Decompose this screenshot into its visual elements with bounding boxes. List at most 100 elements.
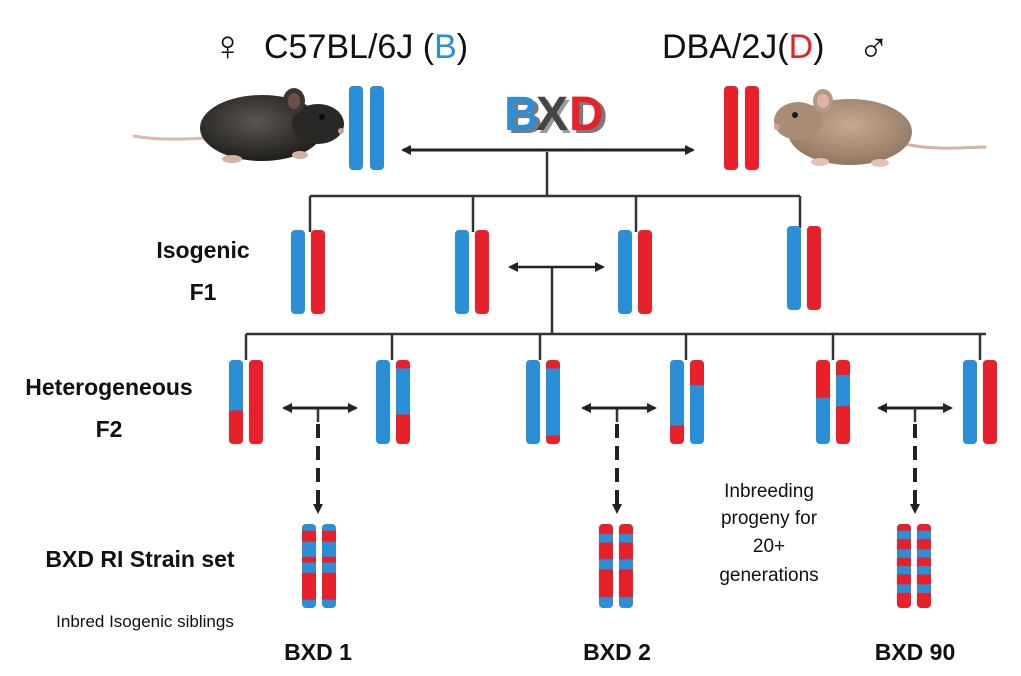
bxd-logo-b-shadow: B <box>508 91 543 144</box>
chromosome <box>724 86 738 170</box>
b-allele-segment <box>917 566 931 575</box>
chromosome <box>302 524 316 608</box>
b-allele-segment <box>302 524 316 532</box>
female-parent-paren: ) <box>457 28 468 66</box>
chromosome <box>322 524 336 608</box>
chromosome-pair-parent-b <box>349 86 384 170</box>
chromosome <box>638 230 652 314</box>
female-parent-code: B <box>434 28 457 66</box>
d-allele-segment <box>917 557 931 567</box>
b-allele-segment <box>836 375 850 407</box>
d-allele-segment <box>670 425 684 444</box>
pedigree-lines <box>244 152 986 422</box>
d-allele-segment <box>249 360 263 444</box>
brown-mouse-icon <box>774 89 987 167</box>
b-allele-segment <box>816 397 830 444</box>
b-allele-segment <box>322 524 336 532</box>
d-allele-segment <box>897 539 911 550</box>
inbreeding-note-line1: Inbreeding <box>724 481 814 502</box>
d-allele-segment <box>599 524 613 535</box>
d-allele-segment <box>816 360 830 399</box>
chromosome <box>670 360 684 444</box>
b-allele-segment <box>546 368 560 437</box>
b-allele-segment <box>291 230 305 314</box>
d-allele-segment <box>322 530 336 543</box>
chromosome-pair-f2-6 <box>963 360 997 444</box>
f2-label-line1: Heterogeneous <box>25 374 192 400</box>
chromosome <box>690 360 704 444</box>
d-allele-segment <box>897 574 911 585</box>
b-allele-segment <box>963 360 977 444</box>
d-allele-segment <box>724 86 738 170</box>
male-parent-paren: ) <box>813 28 824 66</box>
bxd-logo-x-shadow: X <box>539 91 571 144</box>
b-allele-segment <box>619 559 633 570</box>
chromosome <box>475 230 489 314</box>
d-allele-segment <box>638 230 652 314</box>
chromosome-pair-f1-3 <box>618 230 652 314</box>
b-allele-segment <box>302 541 316 558</box>
cross-arrows <box>282 145 953 413</box>
b-allele-segment <box>599 559 613 570</box>
chromosome <box>807 226 821 310</box>
strain-label-bxd2: BXD 2 <box>583 639 651 665</box>
d-allele-segment <box>396 414 410 444</box>
d-allele-segment <box>302 530 316 543</box>
chromosome-pair-f2-1 <box>229 360 263 444</box>
chromosome <box>370 86 384 170</box>
inbreeding-note: Inbreeding progeny for 20+ generations <box>719 481 818 586</box>
d-allele-segment <box>745 86 759 170</box>
d-allele-segment <box>897 524 911 532</box>
d-allele-segment <box>322 556 336 564</box>
chromosome <box>546 360 560 444</box>
chromosome <box>897 524 911 608</box>
chromosome-pair-f1-2 <box>455 230 489 314</box>
male-parent-label: DBA/2J(D) <box>662 28 824 66</box>
d-allele-segment <box>475 230 489 314</box>
chromosome-pair-f2-2 <box>376 360 410 444</box>
chromosome-pair-f2-5 <box>816 360 850 444</box>
b-allele-segment <box>618 230 632 314</box>
chromosome <box>836 360 850 444</box>
d-allele-segment <box>917 539 931 550</box>
chromosome-pair-f1-4 <box>787 226 821 310</box>
b-allele-segment <box>897 530 911 540</box>
b-allele-segment <box>526 360 540 444</box>
female-parent-label: C57BL/6J (B) <box>264 28 468 66</box>
b-allele-segment <box>897 584 911 594</box>
bxd-logo-d: D <box>569 88 604 141</box>
strain-label-bxd1: BXD 1 <box>284 639 352 665</box>
d-allele-segment <box>302 556 316 564</box>
b-allele-segment <box>376 360 390 444</box>
d-allele-segment <box>546 435 560 444</box>
inbreeding-note-line2: progeny for <box>721 508 818 529</box>
b-allele-segment <box>917 584 931 594</box>
b-allele-segment <box>599 597 613 608</box>
d-allele-segment <box>983 360 997 444</box>
bxd-logo-b: B <box>504 88 539 141</box>
f2-label-line2: F2 <box>96 416 123 442</box>
chromosome <box>376 360 390 444</box>
b-allele-segment <box>897 549 911 559</box>
strain-set-subtitle: Inbred Isogenic siblings <box>56 612 234 631</box>
b-allele-segment <box>917 549 931 559</box>
b-allele-segment <box>370 86 384 170</box>
inbreeding-arrows <box>313 424 920 514</box>
b-allele-segment <box>917 530 931 540</box>
chromosome <box>311 230 325 314</box>
d-allele-segment <box>229 410 243 444</box>
d-allele-segment <box>897 592 911 608</box>
b-allele-segment <box>322 541 336 558</box>
chromosome-pair-f2-3 <box>526 360 560 444</box>
chromosome <box>229 360 243 444</box>
d-allele-segment <box>917 524 931 532</box>
strain-set-title: BXD RI Strain set <box>45 546 234 572</box>
d-allele-segment <box>396 360 410 369</box>
chromosome-pairs <box>229 86 997 608</box>
d-allele-segment <box>599 542 613 560</box>
chromosome <box>618 230 632 314</box>
chromosome-pair-parent-d <box>724 86 759 170</box>
chromosome <box>526 360 540 444</box>
d-allele-segment <box>546 360 560 369</box>
d-allele-segment <box>836 360 850 376</box>
